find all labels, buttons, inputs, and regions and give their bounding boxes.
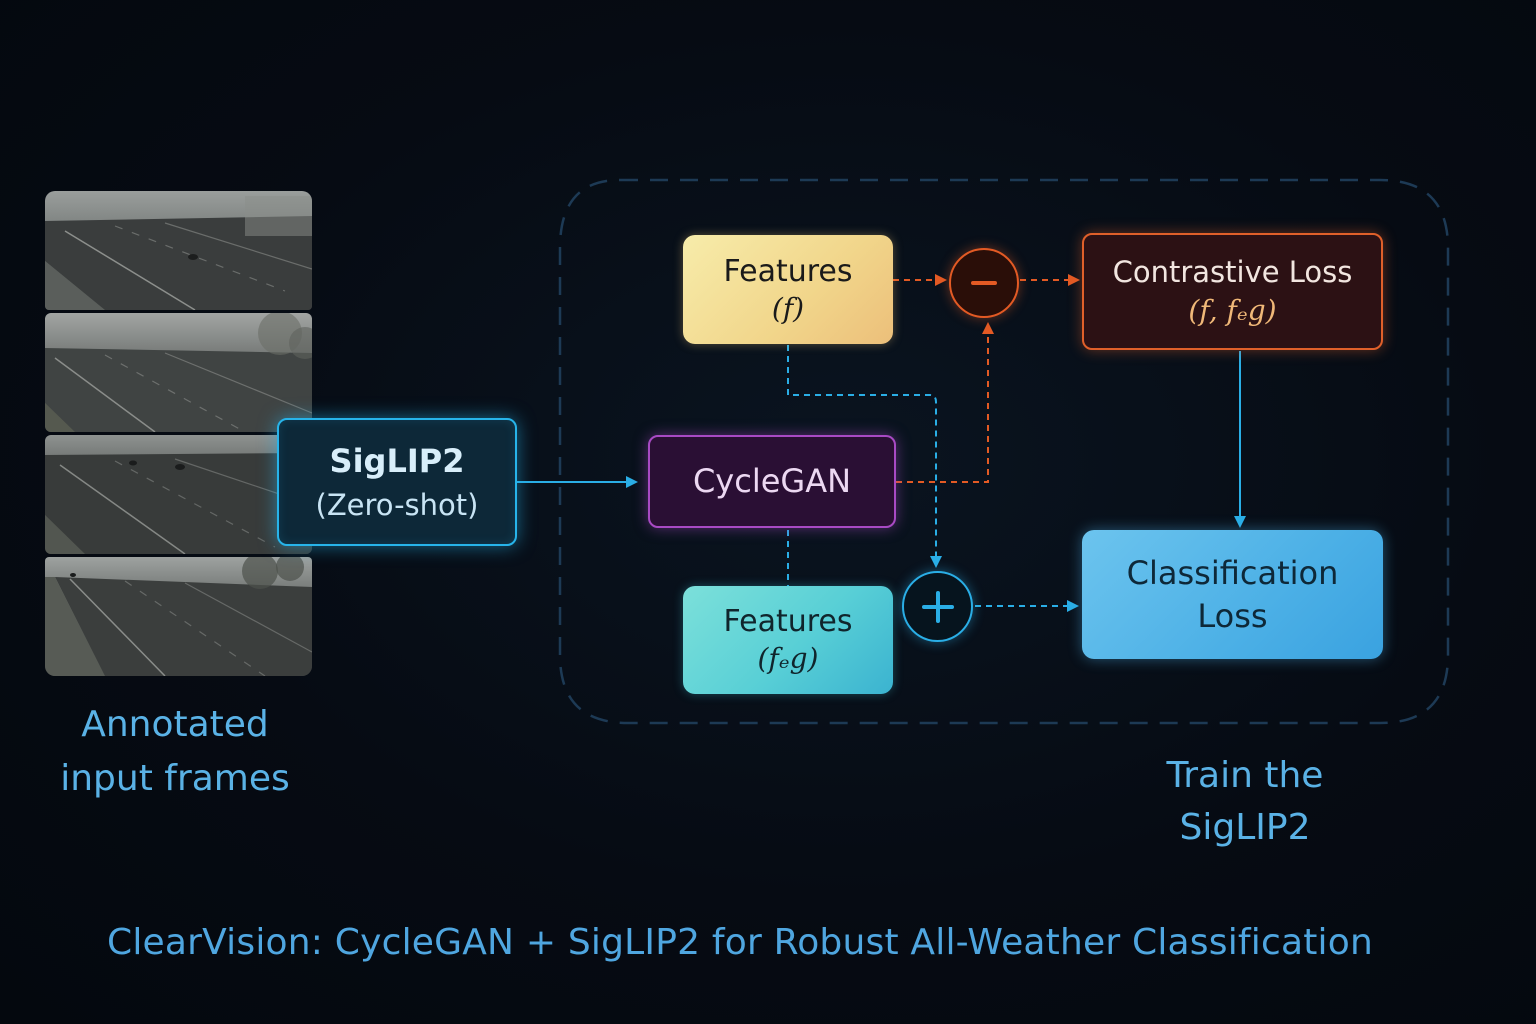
page-title: ClearVision: CycleGAN + SigLIP2 for Robu…: [106, 922, 1373, 963]
classification-loss-line2: Loss: [1197, 596, 1268, 635]
cyclegan-node: CycleGAN: [648, 435, 896, 528]
contrastive-loss-title: Contrastive Loss: [1112, 255, 1353, 290]
input-frame-4: [45, 557, 312, 676]
input-frames-caption: Annotated input frames: [30, 698, 320, 806]
contrastive-loss-math: (f, fₑg): [1188, 294, 1277, 328]
siglip-subtitle: (Zero-shot): [315, 488, 479, 523]
features-feg-node: Features (fₑg): [683, 586, 893, 694]
features-feg-math: (fₑg): [757, 642, 819, 676]
input-caption-line2: input frames: [60, 758, 290, 799]
contrastive-loss-node: Contrastive Loss (f, fₑg): [1082, 233, 1383, 350]
input-frame-3: [45, 435, 312, 554]
plus-operator: [902, 571, 973, 642]
features-f-math: (f): [771, 291, 805, 325]
plus-icon: [921, 590, 954, 623]
minus-operator: [949, 248, 1019, 318]
cyclegan-title: CycleGAN: [692, 462, 852, 501]
arrow-cyclegan-to-minus: [896, 322, 994, 483]
features-f-node: Features (f): [683, 235, 893, 344]
input-frame-1: [45, 191, 312, 310]
train-region: [558, 178, 1450, 725]
minus-icon: [971, 281, 997, 285]
input-frame-2: [45, 313, 312, 432]
siglip-node: SigLIP2 (Zero-shot): [277, 418, 517, 546]
train-caption-line2: SigLIP2: [1179, 807, 1311, 848]
classification-loss-node: Classification Loss: [1082, 530, 1383, 659]
features-feg-title: Features: [723, 604, 853, 640]
features-f-title: Features: [723, 253, 853, 289]
train-caption: Train the SigLIP2: [1120, 750, 1370, 854]
arrow-features-to-plus: [787, 345, 942, 568]
train-caption-line1: Train the: [1166, 755, 1324, 796]
classification-loss-line1: Classification: [1126, 554, 1339, 593]
siglip-title: SigLIP2: [329, 441, 465, 480]
input-caption-line1: Annotated: [81, 704, 269, 745]
